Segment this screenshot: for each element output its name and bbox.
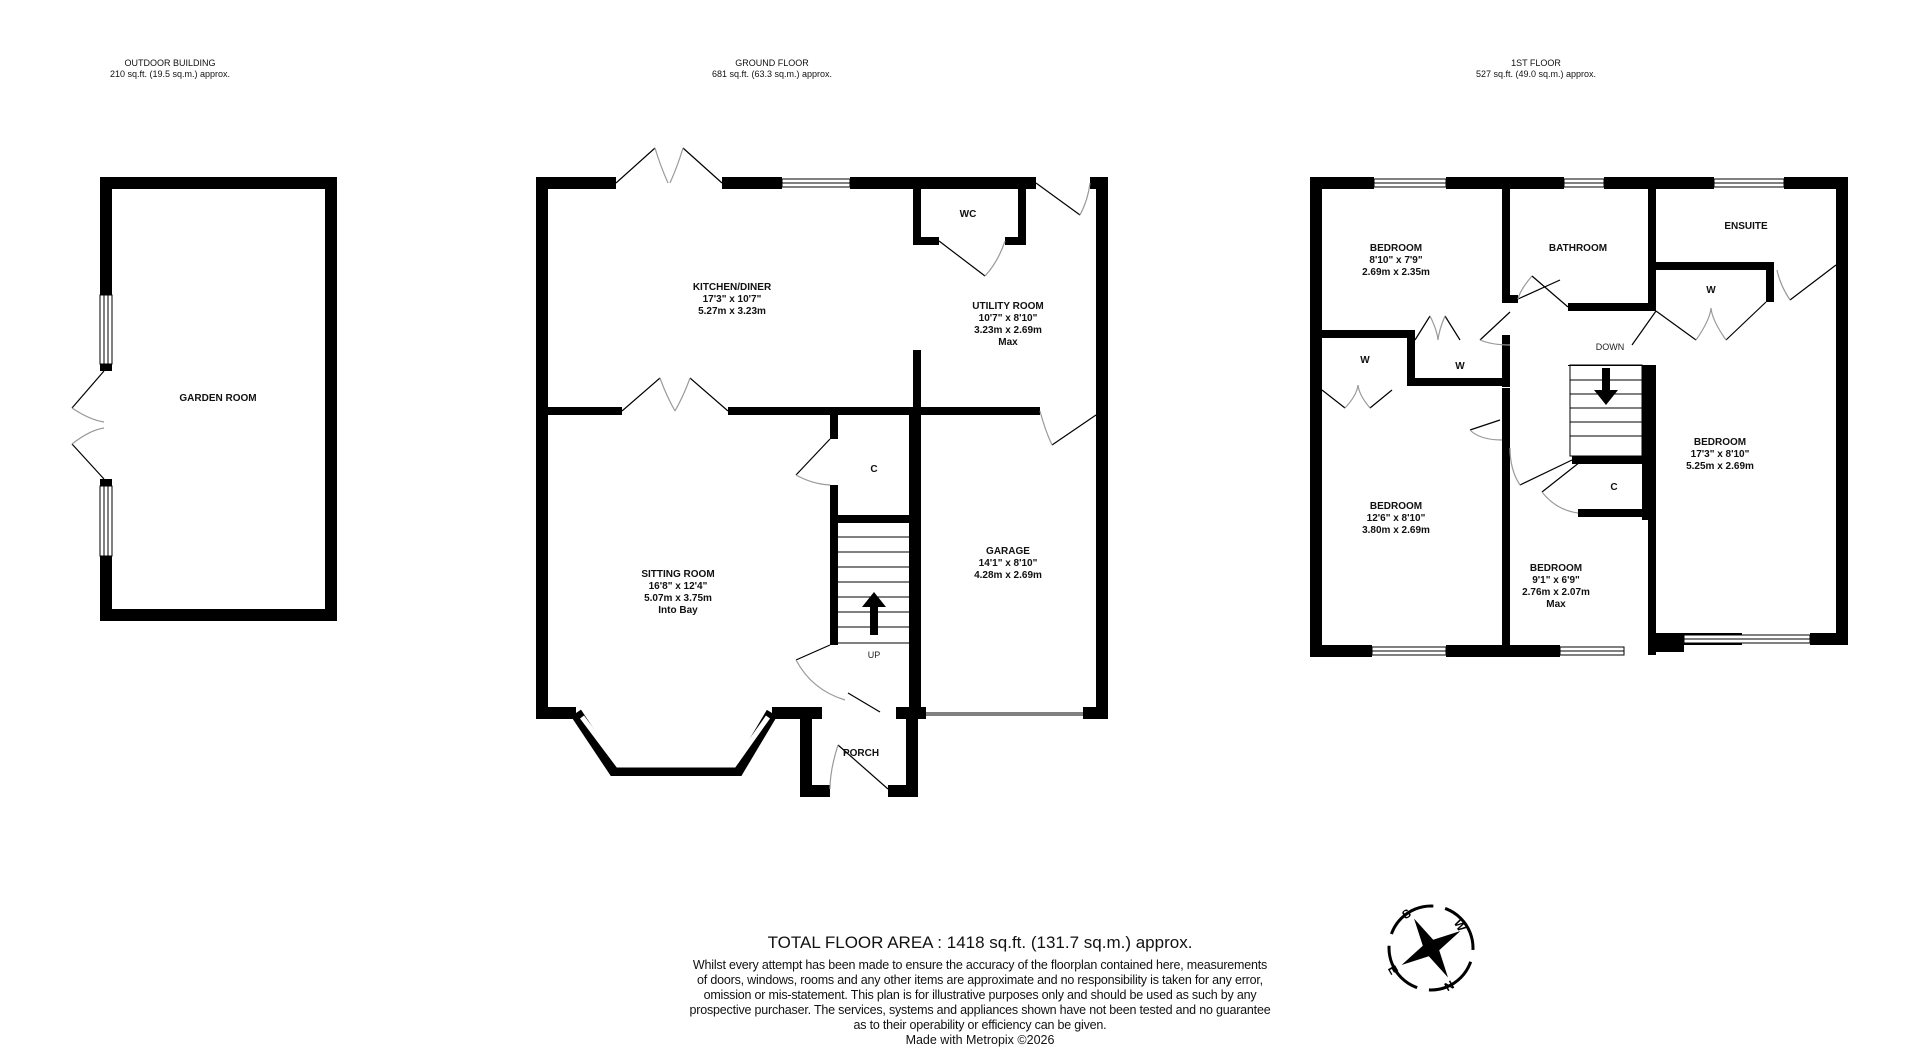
room-wc: WC	[960, 209, 977, 221]
room-name: KITCHEN/DINER	[692, 282, 772, 293]
room-name: WC	[959, 209, 977, 220]
room-imperial: 17'3" x 8'10"	[1690, 449, 1750, 460]
room-wardrobe-ensuite: W	[1706, 285, 1715, 297]
stairs-up-label: UP	[867, 650, 881, 660]
room-metric: 5.27m x 3.23m	[698, 306, 766, 317]
disclaimer-line: as to their operability or efficiency ca…	[853, 1018, 1107, 1032]
windows	[99, 178, 1811, 716]
room-name: W	[1360, 355, 1370, 366]
total-floor-area: TOTAL FLOOR AREA : 1418 sq.ft. (131.7 sq…	[767, 933, 1193, 952]
room-garage: GARAGE 14'1" x 8'10" 4.28m x 2.69m	[974, 546, 1042, 582]
down-arrow-icon	[1594, 368, 1618, 405]
room-imperial: 17'3" x 10'7"	[702, 294, 762, 305]
first-floor-title: 1ST FLOOR	[1511, 58, 1561, 68]
room-note: Max	[1546, 599, 1566, 610]
room-name: SITTING ROOM	[641, 569, 715, 580]
room-cupboard-first: C	[1610, 482, 1617, 494]
room-imperial: 16'8" x 12'4"	[648, 581, 708, 592]
disclaimer-line: omission or mis-statement. This plan is …	[703, 988, 1257, 1002]
outdoor-building-title: OUTDOOR BUILDING	[124, 58, 216, 68]
room-name: GARDEN ROOM	[179, 393, 257, 404]
room-note: Max	[998, 337, 1018, 348]
compass-n: N	[1442, 978, 1457, 994]
room-wardrobe-left: W	[1360, 355, 1369, 367]
room-note: Into Bay	[658, 605, 698, 616]
room-metric: 2.69m x 2.35m	[1362, 267, 1430, 278]
disclaimer-line: prospective purchaser. The services, sys…	[689, 1003, 1271, 1017]
room-sitting-room: SITTING ROOM 16'8" x 12'4" 5.07m x 3.75m…	[641, 569, 714, 617]
disclaimer-line: of doors, windows, rooms and any other i…	[697, 973, 1263, 987]
room-name: ENSUITE	[1724, 221, 1768, 232]
first-floor-heading: 1ST FLOOR 527 sq.ft. (49.0 sq.m.) approx…	[1446, 58, 1626, 80]
room-metric: 4.28m x 2.69m	[974, 570, 1042, 581]
room-imperial: 8'10" x 7'9"	[1369, 255, 1423, 266]
room-imperial: 12'6" x 8'10"	[1366, 513, 1426, 524]
room-name: BEDROOM	[1529, 563, 1583, 574]
room-metric: 2.76m x 2.07m	[1522, 587, 1590, 598]
room-name: UTILITY ROOM	[972, 301, 1044, 312]
room-name: BEDROOM	[1693, 437, 1747, 448]
doors	[71, 147, 1837, 790]
outdoor-building-heading: OUTDOOR BUILDING 210 sq.ft. (19.5 sq.m.)…	[80, 58, 260, 80]
first-stairs	[1569, 364, 1643, 457]
room-name: C	[870, 464, 878, 475]
room-metric: 5.25m x 2.69m	[1686, 461, 1754, 472]
disclaimer-line: Whilst every attempt has been made to en…	[692, 958, 1268, 972]
room-porch: PORCH	[843, 748, 879, 760]
room-bedroom-3: BEDROOM 17'3" x 8'10" 5.25m x 2.69m	[1686, 437, 1754, 473]
ground-floor-area: 681 sq.ft. (63.3 sq.m.) approx.	[711, 69, 833, 79]
first-floor-area: 527 sq.ft. (49.0 sq.m.) approx.	[1475, 69, 1597, 79]
room-name: W	[1455, 361, 1465, 372]
room-imperial: 14'1" x 8'10"	[978, 558, 1038, 569]
room-ensuite: ENSUITE	[1724, 221, 1767, 233]
room-name: GARAGE	[986, 546, 1030, 557]
made-with-credit: Made with Metropix ©2026	[905, 1033, 1055, 1047]
room-name: BEDROOM	[1369, 243, 1423, 254]
ground-floor-title: GROUND FLOOR	[735, 58, 809, 68]
compass-icon: S W N E	[1383, 900, 1479, 996]
footer: TOTAL FLOOR AREA : 1418 sq.ft. (131.7 sq…	[620, 932, 1340, 1048]
outdoor-building-area: 210 sq.ft. (19.5 sq.m.) approx.	[109, 69, 231, 79]
room-bathroom: BATHROOM	[1549, 243, 1607, 255]
stairs-down-label: DOWN	[1595, 342, 1625, 352]
bay-window	[571, 709, 778, 776]
walls	[100, 177, 1848, 797]
room-name: BEDROOM	[1369, 501, 1423, 512]
ground-floor-heading: GROUND FLOOR 681 sq.ft. (63.3 sq.m.) app…	[682, 58, 862, 80]
room-metric: 5.07m x 3.75m	[644, 593, 712, 604]
room-imperial: 10'7" x 8'10"	[978, 313, 1038, 324]
room-cupboard-ground: C	[870, 464, 877, 476]
room-bedroom-2: BEDROOM 12'6" x 8'10" 3.80m x 2.69m	[1362, 501, 1430, 537]
room-name: BATHROOM	[1548, 243, 1608, 254]
disclaimer: Whilst every attempt has been made to en…	[620, 958, 1340, 1033]
room-garden-room: GARDEN ROOM	[179, 393, 256, 405]
room-imperial: 9'1" x 6'9"	[1532, 575, 1580, 586]
room-metric: 3.23m x 2.69m	[974, 325, 1042, 336]
room-wardrobe-middle: W	[1455, 361, 1464, 373]
room-name: PORCH	[842, 748, 880, 759]
room-bedroom-1: BEDROOM 8'10" x 7'9" 2.69m x 2.35m	[1362, 243, 1430, 279]
room-utility-room: UTILITY ROOM 10'7" x 8'10" 3.23m x 2.69m…	[972, 301, 1043, 349]
room-kitchen-diner: KITCHEN/DINER 17'3" x 10'7" 5.27m x 3.23…	[693, 282, 771, 318]
room-metric: 3.80m x 2.69m	[1362, 525, 1430, 536]
room-name: W	[1706, 285, 1716, 296]
up-arrow-icon	[862, 592, 886, 635]
room-name: C	[1610, 482, 1618, 493]
compass-w: W	[1451, 917, 1469, 934]
room-bedroom-4: BEDROOM 9'1" x 6'9" 2.76m x 2.07m Max	[1522, 563, 1590, 611]
